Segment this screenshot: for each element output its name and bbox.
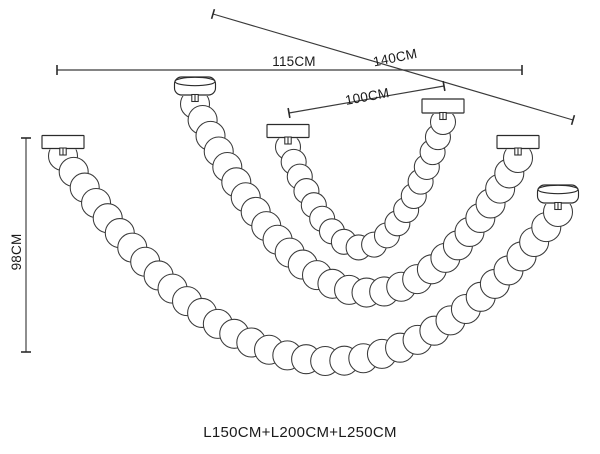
dimension-label-depth-140: 140CM [372,46,419,70]
dimension-tick-depth-140-start [210,8,216,20]
mount-6-canopy-top [537,184,579,195]
mount-3-canopy [266,123,310,139]
mount-5-canopy [496,134,540,150]
chain-middle [179,88,534,308]
mount-5 [496,134,540,156]
dimension-label-inner-100: 100CM [344,85,391,108]
mount-4-canopy [421,98,465,114]
drawing-caption: L150CM+L200CM+L250CM [203,424,397,441]
dimension-line-depth-140 [212,13,574,121]
dimension-lines-group [21,8,576,353]
dimension-tick-depth-140-end [570,114,576,126]
dimension-label-height-98: 98CM [9,234,24,271]
mount-4 [421,98,465,121]
bead-chains-group [47,88,574,377]
chain-inner [274,108,457,261]
mount-2-canopy-top [174,76,216,87]
dimension-tick-inner-100-start [287,107,291,119]
mount-2 [173,76,217,103]
mount-3 [266,123,310,145]
ceiling-mounts-group [41,76,580,211]
dimension-tick-inner-100-end [442,80,446,92]
mount-6 [536,184,580,211]
dimension-line-inner-100 [288,85,445,114]
mount-1 [41,134,85,156]
dimension-label-width-115: 115CM [272,54,316,69]
mount-1-canopy [41,134,85,150]
